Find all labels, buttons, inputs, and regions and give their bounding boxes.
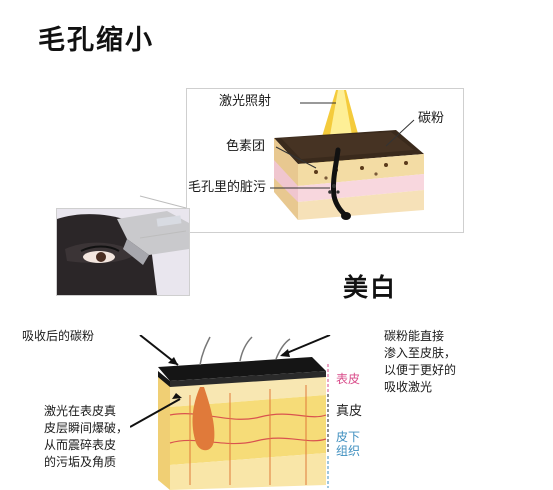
pore-title: 毛孔缩小 (38, 25, 154, 56)
laser-label: 激光照射 (219, 94, 272, 109)
pigment-leader (275, 146, 317, 169)
whitening-title: 美白 (343, 273, 398, 302)
penetrate-line-1: 碳粉能直接 (384, 329, 445, 343)
burst-line-2: 皮层瞬间爆破， (44, 421, 129, 435)
penetrate-line-4: 吸收激光 (384, 380, 433, 394)
subcutis-line-2: 组织 (336, 444, 361, 458)
whitening-skin-illustration (130, 335, 331, 490)
follicle-icon (192, 387, 215, 451)
carbon-leader (385, 119, 415, 147)
burst-line-1: 激光在表皮真 (44, 404, 117, 418)
face-treatment-photo (56, 208, 190, 296)
pore-skin-illustration (270, 90, 424, 220)
epidermis-label: 表皮 (336, 372, 361, 386)
penetrate-leader (281, 335, 331, 356)
layer-brackets (327, 364, 329, 488)
subcutis-line-1: 皮下 (336, 430, 361, 444)
absorbed-carbon-label: 吸收后的碳粉 (22, 329, 95, 343)
penetrate-line-3: 以便于更好的 (384, 363, 457, 377)
penetrate-line-2: 渗入至皮肤， (384, 346, 457, 360)
dermis-label: 真皮 (336, 404, 363, 419)
burst-leader (130, 398, 181, 428)
carbon-label: 碳粉 (418, 111, 445, 126)
burst-line-4: 的污垢及角质 (44, 455, 117, 469)
subcutis-label: 皮下 组织 (336, 430, 360, 458)
carbon-layer-icon (158, 357, 326, 381)
pigment-label: 色素团 (226, 139, 266, 154)
dirt-label: 毛孔里的脏污 (188, 180, 267, 195)
penetrate-text: 碳粉能直接 渗入至皮肤， 以便于更好的 吸收激光 (384, 328, 456, 396)
burst-line-3: 从而震碎表皮 (44, 438, 117, 452)
burst-text: 激光在表皮真 皮层瞬间爆破， 从而震碎表皮 的污垢及角质 (44, 403, 128, 471)
